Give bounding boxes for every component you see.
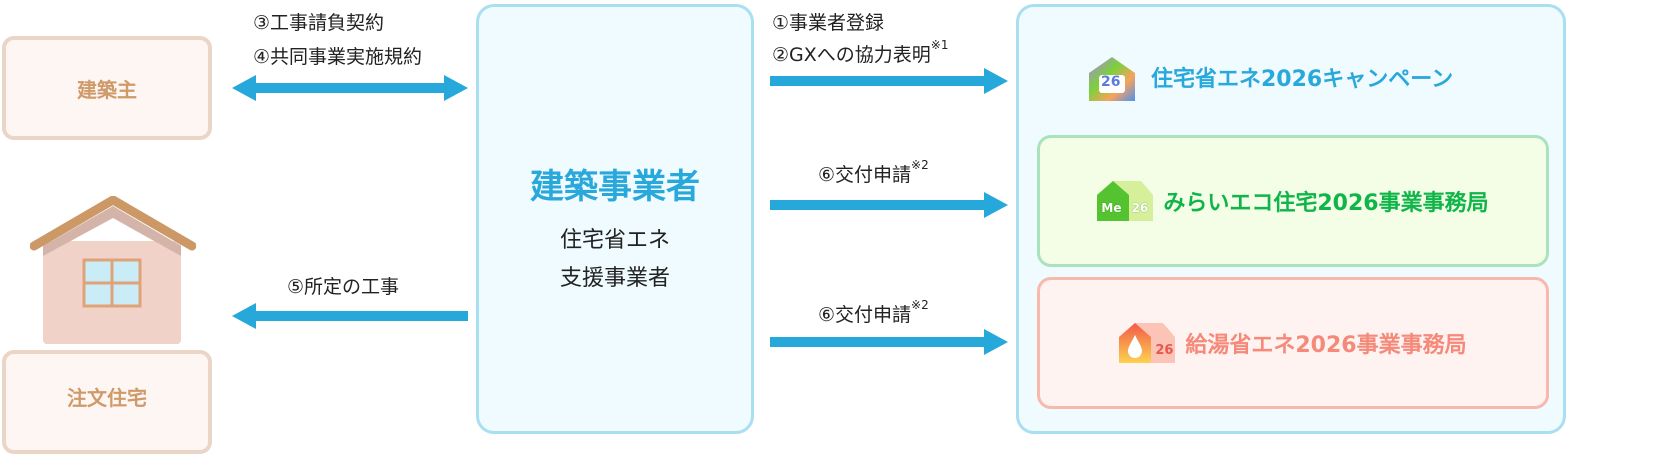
gx-label: ②GXへの協力表明※1 (772, 38, 949, 67)
double-arrow (232, 75, 468, 101)
campaign-logo-text: 26 (1101, 74, 1121, 90)
builder-sub1: 住宅省エネ (559, 228, 670, 253)
contract-label: ③工事請負契約 (253, 12, 385, 34)
arrow-register (770, 68, 1008, 94)
gx-note: ※1 (930, 38, 949, 52)
agreement-label: ④共同事業実施規約 (253, 46, 423, 68)
mirai-title: みらいエコ住宅2026事業事務局 (1163, 191, 1489, 216)
campaign-title: 住宅省エネ2026キャンペーン (1151, 67, 1454, 92)
apply-text-1: ⑥交付申請 (818, 164, 912, 186)
arrow-apply-2 (770, 329, 1008, 355)
mirai-box: Me 26 みらいエコ住宅2026事業事務局 (1037, 135, 1549, 267)
builder-sub2: 支援事業者 (559, 266, 670, 291)
apply-note-1: ※2 (911, 158, 929, 172)
client-label: 建築主 (77, 77, 137, 102)
kyuto-logo-text: 26 (1155, 343, 1174, 358)
arrow-apply-1 (770, 192, 1008, 218)
client-box: 建築主 (2, 36, 212, 140)
apply-text-2: ⑥交付申請 (818, 304, 912, 326)
apply-label-2: ⑥交付申請※2 (818, 298, 929, 327)
mirai-logo-text: Me 26 (1101, 201, 1149, 215)
register-label: ①事業者登録 (772, 12, 885, 34)
builder-title: 建築事業者 (530, 167, 700, 207)
campaign-logo-icon: 26 (1089, 57, 1135, 101)
house-icon (29, 195, 197, 348)
builder-box: 建築事業者 住宅省エネ 支援事業者 (476, 4, 754, 434)
campaign-header: 26 住宅省エネ2026キャンペーン (1089, 57, 1454, 101)
kyuto-logo-icon: 26 (1119, 323, 1176, 363)
left-arrow (232, 303, 468, 329)
campaign-box: 26 住宅省エネ2026キャンペーン Me 26 みらいエコ住宅2026事業事務… (1016, 4, 1566, 434)
kyuto-title: 給湯省エネ2026事業事務局 (1185, 333, 1467, 358)
mirai-logo-icon: Me 26 (1097, 181, 1154, 221)
kyuto-box: 26 給湯省エネ2026事業事務局 (1037, 277, 1549, 409)
apply-label-1: ⑥交付申請※2 (818, 158, 929, 187)
construction-label: ⑤所定の工事 (287, 276, 400, 298)
order-house-box: 注文住宅 (2, 350, 212, 454)
order-house-label: 注文住宅 (67, 386, 147, 410)
gx-text: ②GXへの協力表明 (772, 44, 931, 66)
apply-note-2: ※2 (911, 298, 929, 312)
